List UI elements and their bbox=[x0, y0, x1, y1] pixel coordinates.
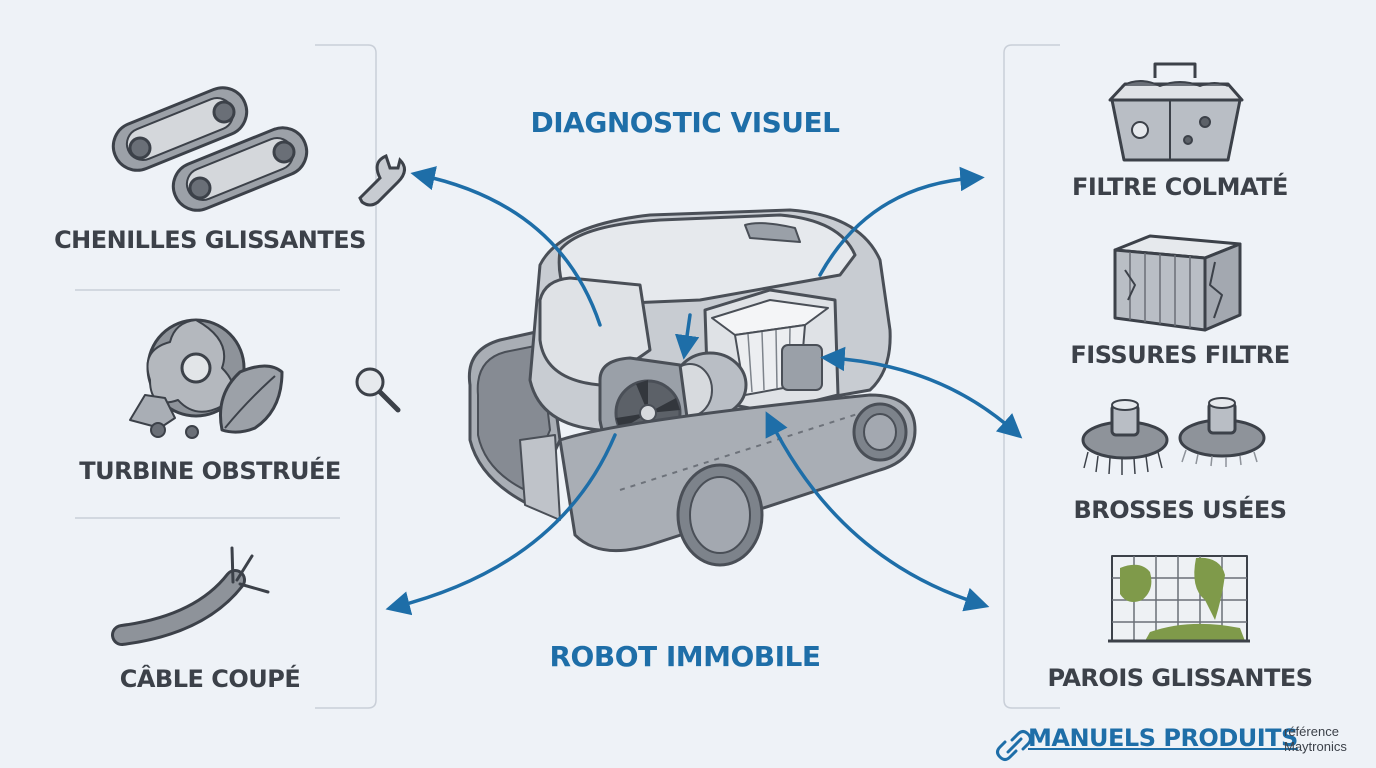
manuels-produits-link[interactable]: MANUELS PRODUITS bbox=[1028, 724, 1298, 752]
wrench-icon bbox=[358, 153, 406, 207]
dirty-filter-basket-icon bbox=[1108, 62, 1244, 162]
clogged-turbine-icon bbox=[129, 318, 284, 439]
label-filtre-colmate: FILTRE COLMATÉ bbox=[1072, 173, 1288, 201]
robot-title: ROBOT IMMOBILE bbox=[549, 640, 821, 673]
label-chenilles-glissantes: CHENILLES GLISSANTES bbox=[54, 226, 366, 254]
link-icon[interactable] bbox=[996, 730, 1032, 761]
diagnostic-title: DIAGNOSTIC VISUEL bbox=[530, 106, 841, 139]
cracked-filter-icon bbox=[1113, 234, 1242, 332]
diagnostic-arrows bbox=[385, 166, 1023, 616]
slippery-wall-icon bbox=[1108, 555, 1250, 643]
reference-line-2: Maytronics bbox=[1284, 739, 1347, 754]
label-fissures-filtre: FISSURES FILTRE bbox=[1070, 341, 1290, 369]
pool-robot-illustration bbox=[467, 208, 917, 567]
label-cable-coupe: CÂBLE COUPÉ bbox=[119, 665, 301, 693]
worn-brushes-icon bbox=[1081, 397, 1266, 475]
label-turbine-obstruee: TURBINE OBSTRUÉE bbox=[79, 457, 341, 485]
footer-manuals: MANUELS PRODUITS référence Maytronics bbox=[994, 718, 1364, 758]
cut-cable-icon bbox=[111, 546, 270, 646]
label-parois-glissantes: PAROIS GLISSANTES bbox=[1047, 664, 1313, 692]
reference-note: référence Maytronics bbox=[1284, 724, 1347, 754]
reference-line-1: référence bbox=[1284, 724, 1339, 739]
magnifier-icon bbox=[355, 367, 401, 413]
track-belts-icon bbox=[111, 86, 309, 212]
label-brosses-usees: BROSSES USÉES bbox=[1073, 496, 1287, 524]
